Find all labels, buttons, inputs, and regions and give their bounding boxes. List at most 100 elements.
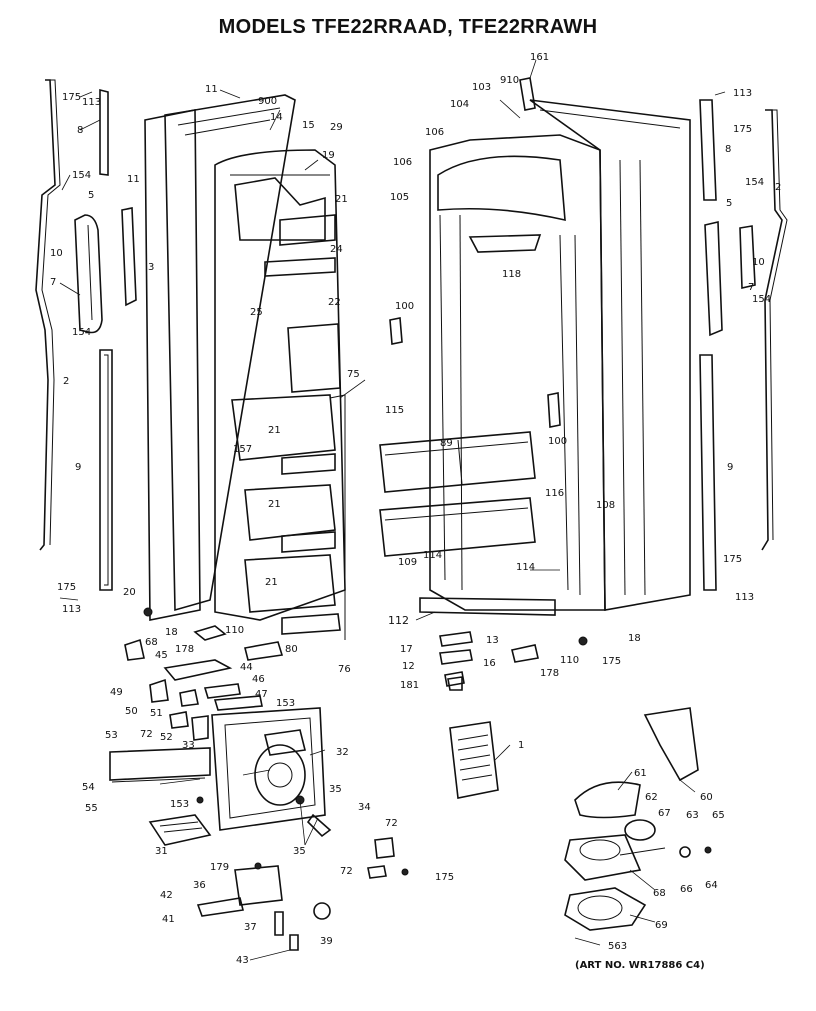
callout-43: 43 [236, 955, 249, 966]
callout-15: 15 [302, 120, 315, 131]
callout-51: 51 [150, 708, 163, 719]
callout-17: 17 [400, 644, 413, 655]
callout-157: 157 [233, 444, 252, 455]
callout-153: 153 [276, 698, 295, 709]
callout-80: 80 [285, 644, 298, 655]
callout-68: 68 [653, 888, 666, 899]
callout-39: 39 [320, 936, 333, 947]
callout-44: 44 [240, 662, 253, 673]
callout-72: 72 [140, 729, 153, 740]
freezer-door-gaskets [35, 79, 113, 591]
callout-35: 35 [293, 846, 306, 857]
callout-42: 42 [160, 890, 173, 901]
freezer-door-shell [144, 94, 296, 621]
callout-16: 16 [483, 658, 496, 669]
callout-178: 178 [540, 668, 559, 679]
callout-115: 115 [385, 405, 404, 416]
callout-49: 49 [110, 687, 123, 698]
callout-181: 181 [400, 680, 419, 691]
callout-29: 29 [330, 122, 343, 133]
callout-72: 72 [340, 866, 353, 877]
callout-9: 9 [75, 462, 81, 473]
callout-20: 20 [123, 587, 136, 598]
callout-113: 113 [735, 592, 754, 603]
callout-112: 112 [388, 614, 409, 627]
callout-10: 10 [50, 248, 63, 259]
callout-55: 55 [85, 803, 98, 814]
callout-179: 179 [210, 862, 229, 873]
callout-75: 75 [347, 369, 360, 380]
callout-175: 175 [723, 554, 742, 565]
callout-36: 36 [193, 880, 206, 891]
callout-46: 46 [252, 674, 265, 685]
callout-175: 175 [62, 92, 81, 103]
callout-2: 2 [63, 376, 69, 387]
dispenser-actuator-parts [196, 862, 331, 951]
callout-116: 116 [545, 488, 564, 499]
callout-14: 14 [270, 112, 283, 123]
callout-104: 104 [450, 99, 469, 110]
callout-153: 153 [170, 799, 189, 810]
callout-50: 50 [125, 706, 138, 717]
callout-31: 31 [155, 846, 168, 857]
leader-lines [59, 59, 726, 961]
callout-41: 41 [162, 914, 175, 925]
callout-19: 19 [322, 150, 335, 161]
callout-12: 12 [402, 661, 415, 672]
callout-103: 103 [472, 82, 491, 93]
callout-21: 21 [265, 577, 278, 588]
callout-9: 9 [727, 462, 733, 473]
callout-5: 5 [88, 190, 94, 201]
callout-8: 8 [77, 125, 83, 136]
diagram-title: MODELS TFE22RRAAD, TFE22RRAWH [218, 16, 598, 38]
freezer-door-handle [74, 207, 137, 334]
callout-7: 7 [748, 282, 754, 293]
callout-114: 114 [516, 562, 535, 573]
callout-8: 8 [725, 144, 731, 155]
callout-154: 154 [72, 170, 91, 181]
callout-68: 68 [145, 637, 158, 648]
callout-154: 154 [752, 294, 771, 305]
dispenser-housing [109, 707, 409, 879]
callout-25: 25 [250, 307, 263, 318]
callout-33: 33 [182, 740, 195, 751]
callout-110: 110 [225, 625, 244, 636]
callout-21: 21 [335, 194, 348, 205]
callout-18: 18 [165, 627, 178, 638]
callout-10: 10 [752, 257, 765, 268]
callout-175: 175 [57, 582, 76, 593]
callout-178: 178 [175, 644, 194, 655]
callout-labels: 175 113 8 154 5 10 7 154 2 9 175 113 11 … [50, 52, 781, 966]
callout-7: 7 [50, 277, 56, 288]
callout-67: 67 [658, 808, 671, 819]
callout-563: 563 [608, 941, 627, 952]
callout-34: 34 [358, 802, 371, 813]
ice-maker-assembly [564, 707, 712, 931]
callout-154: 154 [72, 327, 91, 338]
callout-110: 110 [560, 655, 579, 666]
callout-113: 113 [733, 88, 752, 99]
fresh-food-door-shell [519, 77, 691, 611]
callout-72: 72 [385, 818, 398, 829]
callout-11: 11 [127, 174, 140, 185]
callout-35: 35 [329, 784, 342, 795]
callout-60: 60 [700, 792, 713, 803]
callout-106: 106 [425, 127, 444, 138]
callout-69: 69 [655, 920, 668, 931]
callout-900: 900 [258, 96, 277, 107]
callout-52: 52 [160, 732, 173, 743]
art-number: (ART NO. WR17886 C4) [575, 960, 705, 971]
callout-154: 154 [745, 177, 764, 188]
callout-175: 175 [733, 124, 752, 135]
callout-24: 24 [330, 244, 343, 255]
callout-21: 21 [268, 425, 281, 436]
callout-5: 5 [726, 198, 732, 209]
callout-64: 64 [705, 880, 718, 891]
callout-18: 18 [628, 633, 641, 644]
door-bins [379, 431, 556, 616]
callout-100: 100 [548, 436, 567, 447]
callout-76: 76 [338, 664, 351, 675]
callout-61: 61 [634, 768, 647, 779]
callout-53: 53 [105, 730, 118, 741]
